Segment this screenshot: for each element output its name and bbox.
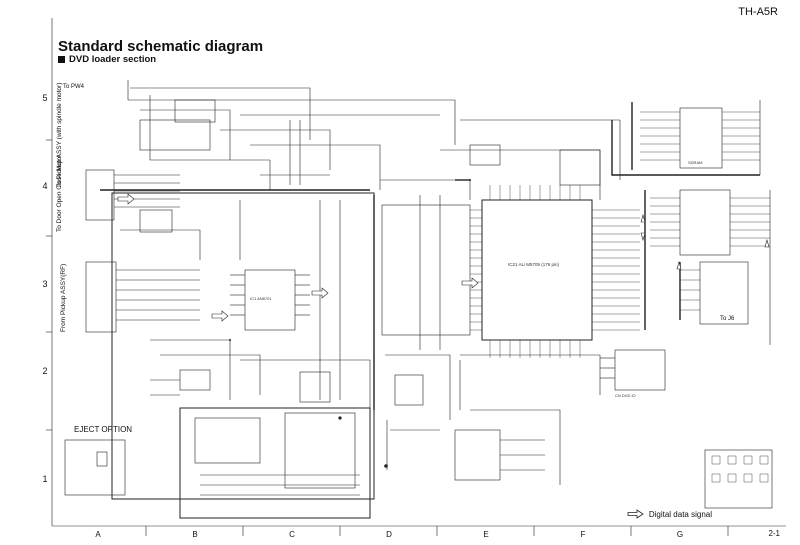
model-number: TH-A5R [738,6,778,18]
servo-ic-label: IC1 AN8701 [250,296,272,301]
grid-row-label: 5 [42,93,48,103]
eject-option-label: EJECT OPTION [74,425,133,434]
sdram-label: SDRAM [688,160,703,165]
data-arrow-icon [640,213,646,223]
grid-column-label: D [386,530,392,539]
grid-row-label: 3 [42,279,48,289]
section-subtitle-text: DVD loader section [69,54,157,65]
grid-column-label: F [580,530,586,539]
grid-row-label: 2 [42,366,48,376]
data-arrow-icon [640,232,646,242]
page-number: 2-1 [768,529,780,538]
data-arrow-icon [311,287,329,299]
data-arrow-icon [117,193,135,205]
data-arrow-icon [764,238,770,248]
grid-column-label: A [95,530,101,539]
grid-column-label: C [289,530,295,539]
grid-row-label: 1 [42,474,48,484]
servo-ic-body [244,269,296,331]
grid-column-label: G [676,530,684,539]
main-ic-body [481,199,593,341]
data-arrow-icon [676,260,682,270]
connector-label-pw4: To PW4 [63,84,85,90]
connector-block-label: CN DVD IO [615,393,636,398]
main-ic-label: IC21 ALi M5705 (176 pin) [508,262,560,267]
data-arrow-icon [461,277,479,289]
grid-row-label: 4 [42,181,48,191]
grid-column-label: B [192,530,198,539]
connector-label-door-motor: To Door Open Close Motor [56,154,63,232]
data-arrow-icon [211,310,229,322]
hollow-arrow-icon [627,509,644,519]
legend: Digital data signal [627,509,712,519]
connector-label-from-pickup: From Pickup ASSY(RF) [60,263,67,332]
connector-label-j6: To J6 [720,316,735,322]
section-subtitle: DVD loader section [58,54,156,65]
sdram-body [679,107,723,169]
diagram-title: Standard schematic diagram [58,38,264,55]
grid-column-label: E [483,530,489,539]
bullet-square-icon [58,56,65,63]
legend-label: Digital data signal [648,509,712,519]
